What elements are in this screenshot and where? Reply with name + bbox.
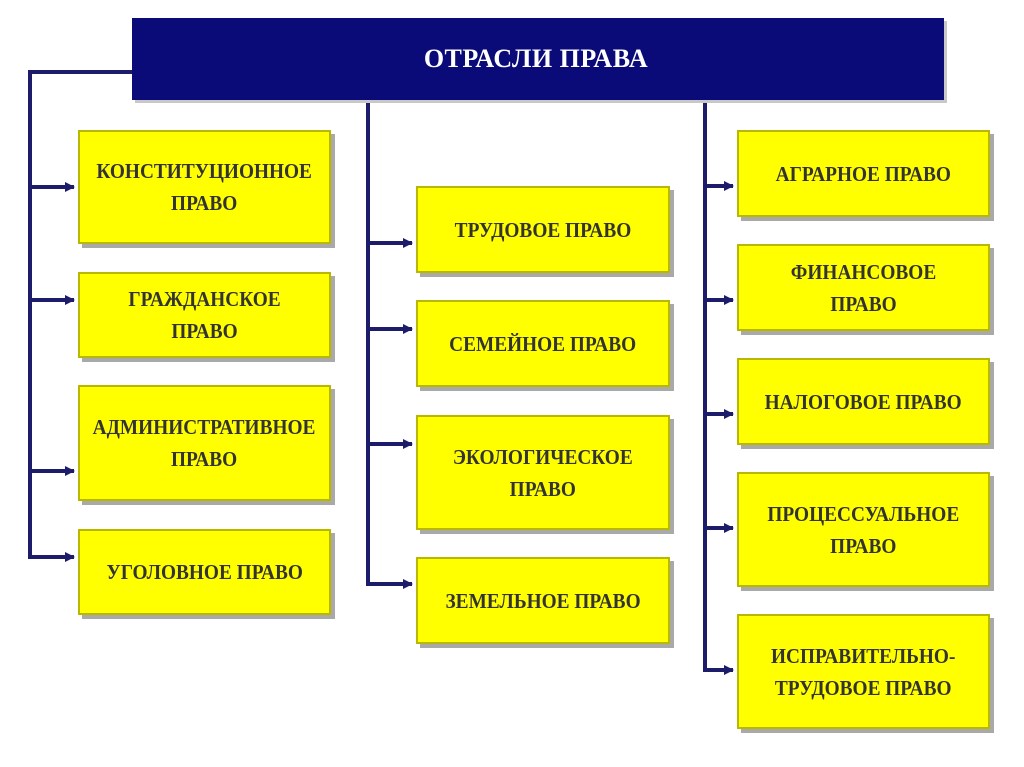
box-label: АДМИНИСТРАТИВНОЕ ПРАВО [93,415,316,471]
box-label: АГРАРНОЕ ПРАВО [775,161,952,186]
box-constitutional-law: КОНСТИТУЦИОННОЕ ПРАВО [78,130,331,244]
box-label: ТРУДОВОЕ ПРАВО [454,217,632,242]
box-land-law: ЗЕМЕЛЬНОЕ ПРАВО [416,557,670,644]
box-correctional-labor-law: ИСПРАВИТЕЛЬНО- ТРУДОВОЕ ПРАВО [737,614,990,729]
box-label: ПРОЦЕССУАЛЬНОЕ ПРАВО [767,501,960,558]
box-labor-law: ТРУДОВОЕ ПРАВО [416,186,670,273]
box-label: ЭКОЛОГИЧЕСКОЕ ПРАВО [453,444,633,501]
box-procedural-law: ПРОЦЕССУАЛЬНОЕ ПРАВО [737,472,990,587]
box-tax-law: НАЛОГОВОЕ ПРАВО [737,358,990,445]
box-label: ФИНАНСОВОЕ ПРАВО [790,259,937,316]
box-criminal-law: УГОЛОВНОЕ ПРАВО [78,529,331,615]
header-box: ОТРАСЛИ ПРАВА [132,18,944,100]
diagram-title: ОТРАСЛИ ПРАВА [423,44,649,73]
box-family-law: СЕМЕЙНОЕ ПРАВО [416,300,670,387]
box-label: НАЛОГОВОЕ ПРАВО [764,389,963,414]
box-financial-law: ФИНАНСОВОЕ ПРАВО [737,244,990,331]
box-label: ИСПРАВИТЕЛЬНО- ТРУДОВОЕ ПРАВО [771,643,956,700]
box-label: КОНСТИТУЦИОННОЕ ПРАВО [96,159,313,215]
box-civil-law: ГРАЖДАНСКОЕ ПРАВО [78,272,331,358]
box-label: ЗЕМЕЛЬНОЕ ПРАВО [445,588,641,613]
box-administrative-law: АДМИНИСТРАТИВНОЕ ПРАВО [78,385,331,501]
box-label: СЕМЕЙНОЕ ПРАВО [449,331,637,356]
box-label: ГРАЖДАНСКОЕ ПРАВО [128,287,281,343]
box-agrarian-law: АГРАРНОЕ ПРАВО [737,130,990,217]
box-label: УГОЛОВНОЕ ПРАВО [106,560,303,584]
box-environmental-law: ЭКОЛОГИЧЕСКОЕ ПРАВО [416,415,670,530]
